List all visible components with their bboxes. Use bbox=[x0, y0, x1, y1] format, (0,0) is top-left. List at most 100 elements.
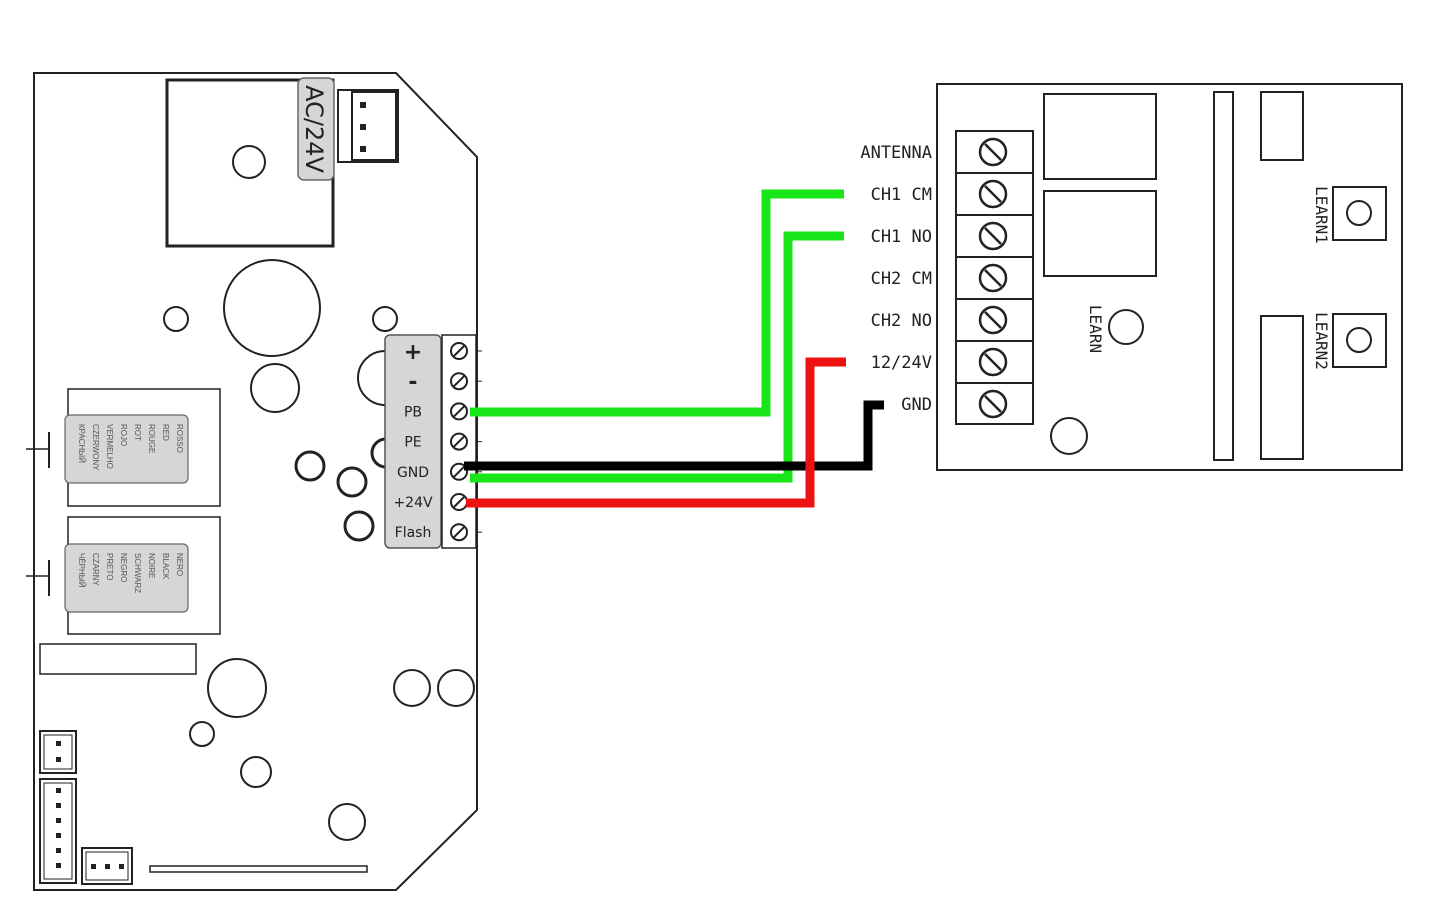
terminal-label: PE bbox=[404, 435, 421, 451]
mount-hole bbox=[163, 306, 189, 332]
wires bbox=[464, 189, 884, 508]
relay-label-word: NOIRE bbox=[147, 553, 156, 578]
relay-black-label: NEROBLACKNOIRESCHWARZNEGROPRETOCZARNYЧЁР… bbox=[77, 553, 184, 593]
screw-slot bbox=[984, 269, 1002, 287]
wire-pb-ch1cm bbox=[470, 189, 844, 417]
receiver-terminal-label: ANTENNA bbox=[860, 143, 932, 163]
learn-led bbox=[1108, 309, 1144, 345]
mount-hole bbox=[189, 721, 215, 747]
screw-slot bbox=[984, 353, 1002, 371]
relay-label-word: ЧЁРНЫЙ bbox=[77, 553, 86, 588]
capacitor bbox=[250, 363, 300, 413]
learn1-button-cap bbox=[1346, 200, 1372, 226]
component bbox=[393, 669, 431, 707]
pin bbox=[360, 102, 366, 108]
receiver-terminal-label: 12/24V bbox=[871, 353, 932, 373]
terminal-label: + bbox=[404, 340, 422, 365]
pin bbox=[56, 741, 61, 746]
component bbox=[1260, 315, 1304, 460]
receiver-terminal-label: CH1 CM bbox=[871, 185, 932, 205]
pin bbox=[56, 818, 61, 823]
pin bbox=[56, 803, 61, 808]
pin bbox=[56, 863, 61, 868]
wire-gnd-ch1no bbox=[470, 231, 844, 483]
power-label: AC/24V bbox=[300, 85, 328, 173]
receiver-terminal-label: CH2 CM bbox=[871, 269, 932, 289]
learn-label: LEARN bbox=[1086, 305, 1105, 353]
relay-label-word: PRETO bbox=[105, 553, 114, 580]
main-terminals: + - PB PE GND +24V Flash bbox=[393, 340, 482, 542]
relay-label-word: RED bbox=[161, 424, 170, 441]
mount-hole bbox=[1050, 417, 1088, 455]
relay bbox=[1043, 190, 1157, 277]
component bbox=[1260, 91, 1304, 161]
power-connector-inner bbox=[351, 91, 397, 161]
mount-hole bbox=[240, 756, 272, 788]
pin bbox=[119, 864, 124, 869]
relay-label-word: ROSSO bbox=[175, 424, 184, 453]
relay-label-word: BLACK bbox=[161, 553, 170, 580]
pin bbox=[91, 864, 96, 869]
terminal-label: PB bbox=[404, 404, 422, 420]
screw-slot bbox=[984, 311, 1002, 329]
pin bbox=[56, 788, 61, 793]
capacitor bbox=[223, 259, 321, 357]
pin bbox=[105, 864, 110, 869]
mount-hole bbox=[328, 803, 366, 841]
screw-slot bbox=[453, 466, 465, 478]
screw-slot bbox=[453, 435, 465, 448]
relay-label-word: ROJO bbox=[119, 424, 128, 446]
screw-slot bbox=[984, 143, 1002, 161]
terminal-label: Flash bbox=[395, 525, 432, 541]
mount-hole bbox=[372, 306, 398, 332]
terminal-label: - bbox=[408, 370, 417, 395]
receiver-terminal-label: GND bbox=[901, 395, 932, 415]
screw-slot bbox=[453, 405, 465, 418]
relay-black-label-tag bbox=[64, 543, 189, 613]
terminal-label: GND bbox=[397, 465, 429, 481]
relay-red-label-tag bbox=[64, 414, 189, 484]
pin bbox=[56, 833, 61, 838]
screw-slot bbox=[453, 526, 465, 538]
terminal-label: +24V bbox=[393, 495, 433, 511]
screw-slot bbox=[453, 375, 465, 387]
component-strip bbox=[39, 643, 197, 675]
relay-label-word: SCHWARZ bbox=[133, 553, 142, 593]
main-control-board: AC/24V ROSSO RED ROUGE ROT ROJO VERMELHO CZERW… bbox=[26, 72, 482, 891]
screw-slot bbox=[984, 185, 1002, 203]
screw-slot bbox=[453, 345, 465, 357]
relay-label-word: ROT bbox=[133, 424, 142, 441]
capacitor bbox=[207, 658, 267, 718]
transformer-hole bbox=[232, 145, 266, 179]
relay-label-word: КРАСНЫЙ bbox=[77, 424, 86, 463]
relay bbox=[1043, 93, 1157, 180]
component bbox=[343, 510, 375, 542]
wire-24v-1224v bbox=[466, 357, 846, 508]
wire-gnd-gnd bbox=[464, 400, 884, 471]
power-label-tag bbox=[297, 77, 335, 181]
screw-slot bbox=[984, 395, 1002, 413]
component bbox=[437, 669, 475, 707]
learn2-label: LEARN2 bbox=[1312, 312, 1331, 370]
relay-label-word: VERMELHO bbox=[105, 424, 114, 469]
relay-label-word: CZARNY bbox=[91, 553, 100, 587]
screw-slot bbox=[453, 496, 465, 508]
board-outline bbox=[33, 72, 478, 891]
pin bbox=[360, 124, 366, 130]
component bbox=[336, 466, 368, 498]
connector-2pin-inner bbox=[43, 734, 73, 770]
bottom-strip bbox=[149, 865, 368, 873]
relay-label-word: ROUGE bbox=[147, 424, 156, 453]
component bbox=[294, 450, 326, 482]
screw-slot bbox=[984, 227, 1002, 245]
relay-label-word: CZERWONY bbox=[91, 424, 100, 471]
antenna-strip bbox=[1213, 91, 1234, 461]
pin bbox=[56, 848, 61, 853]
pin bbox=[360, 146, 366, 152]
receiver-terminal-label: CH1 NO bbox=[871, 227, 932, 247]
relay-label-word: NEGRO bbox=[119, 553, 128, 582]
learn2-button-cap bbox=[1346, 327, 1372, 353]
